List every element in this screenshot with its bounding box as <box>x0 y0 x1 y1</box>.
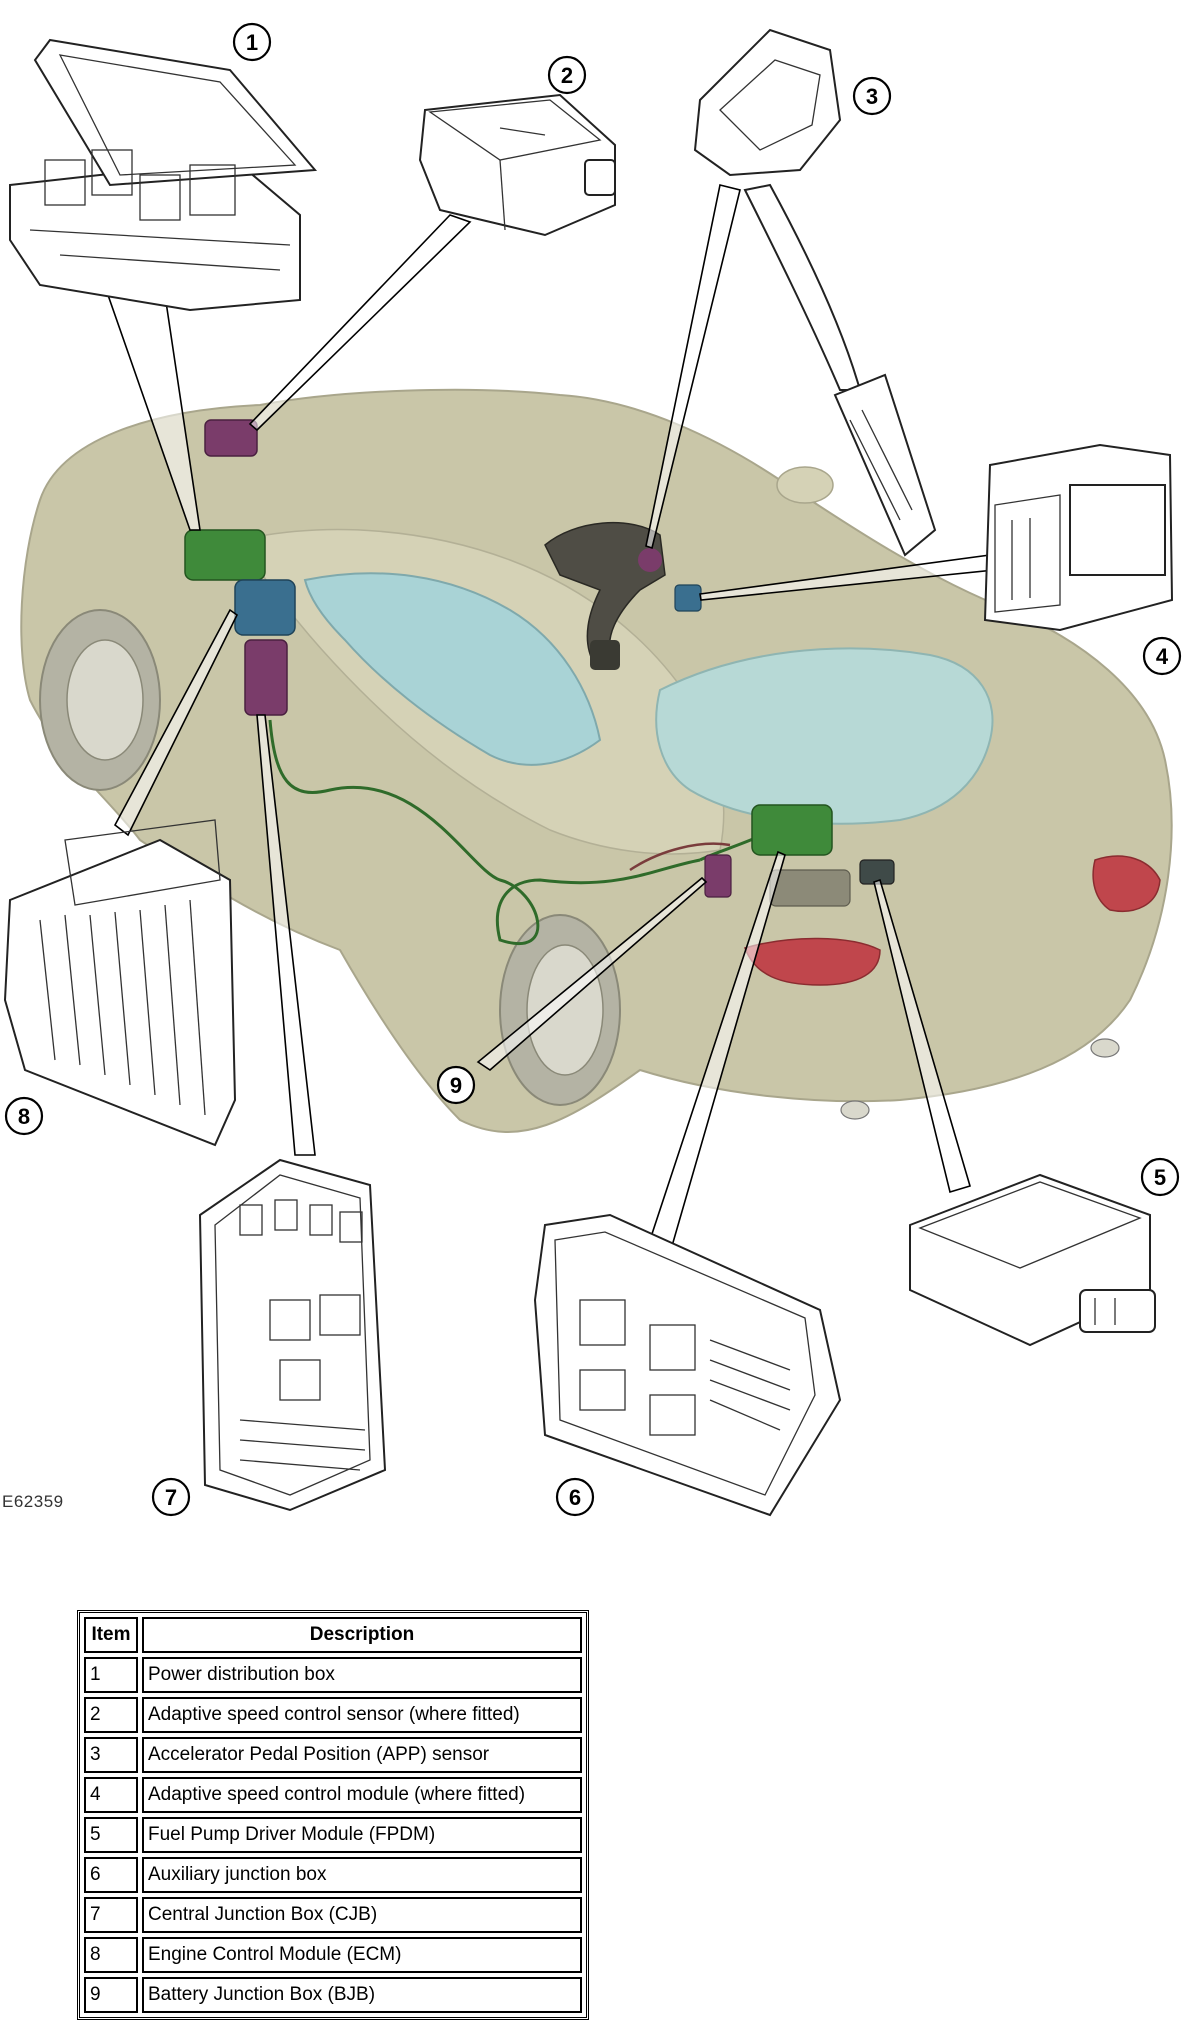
callout-1: 1 <box>232 22 272 62</box>
legend-item-description: Accelerator Pedal Position (APP) sensor <box>142 1737 582 1773</box>
callout-9: 9 <box>436 1065 476 1105</box>
figure-id: E62359 <box>2 1492 64 1511</box>
table-row: 6 Auxiliary junction box <box>84 1857 582 1893</box>
table-row: 9 Battery Junction Box (BJB) <box>84 1977 582 2013</box>
exhaust-tip-right <box>1090 1038 1120 1058</box>
component-fuel-pump-driver-module <box>909 1173 1156 1347</box>
tail-light-right <box>1092 855 1161 912</box>
table-row: 7 Central Junction Box (CJB) <box>84 1897 582 1933</box>
svg-text:5: 5 <box>1154 1165 1166 1190</box>
component-adaptive-speed-control-sensor <box>418 93 616 237</box>
component-central-junction-box <box>198 1158 387 1512</box>
component-location-diagram: 1 2 3 4 5 6 7 8 9 <box>3 22 1182 1517</box>
legend-item-number: 8 <box>84 1937 138 1973</box>
table-row: 2 Adaptive speed control sensor (where f… <box>84 1697 582 1733</box>
tail-light-left <box>744 937 881 986</box>
module-4-on-vehicle <box>674 584 702 612</box>
battery-area <box>769 869 851 907</box>
legend-item-description: Power distribution box <box>142 1657 582 1693</box>
legend-item-description: Fuel Pump Driver Module (FPDM) <box>142 1817 582 1853</box>
callout-7: 7 <box>151 1477 191 1517</box>
svg-text:9: 9 <box>450 1073 462 1098</box>
table-row: 5 Fuel Pump Driver Module (FPDM) <box>84 1817 582 1853</box>
door-mirror <box>776 466 834 504</box>
callout-3: 3 <box>852 76 892 116</box>
svg-text:7: 7 <box>165 1485 177 1510</box>
table-row: 4 Adaptive speed control module (where f… <box>84 1777 582 1813</box>
vehicle-modules <box>184 419 895 907</box>
legend-item-number: 5 <box>84 1817 138 1853</box>
exhaust-tip-left <box>840 1100 870 1120</box>
component-engine-control-module <box>3 819 237 1147</box>
legend-table: Item Description 1 Power distribution bo… <box>77 1610 589 2020</box>
pedal-assembly-on-vehicle <box>544 521 666 666</box>
callout-8: 8 <box>4 1096 44 1136</box>
legend-item-number: 2 <box>84 1697 138 1733</box>
table-row: 8 Engine Control Module (ECM) <box>84 1937 582 1973</box>
callout-2: 2 <box>547 55 587 95</box>
legend-header-row: Item Description <box>84 1617 582 1653</box>
module-1-on-vehicle <box>184 529 266 581</box>
legend-header-description: Description <box>142 1617 582 1653</box>
module-9-on-vehicle <box>704 854 732 898</box>
legend-item-number: 4 <box>84 1777 138 1813</box>
legend-item-description: Auxiliary junction box <box>142 1857 582 1893</box>
callout-6: 6 <box>555 1477 595 1517</box>
rear-window <box>655 647 994 825</box>
module-6-on-vehicle <box>751 804 833 856</box>
legend-item-description: Adaptive speed control sensor (where fit… <box>142 1697 582 1733</box>
component-power-distribution-box <box>9 38 318 312</box>
component-adaptive-speed-control-module <box>983 443 1174 632</box>
module-8-on-vehicle <box>234 579 296 636</box>
svg-text:1: 1 <box>246 30 258 55</box>
leader-lines <box>106 184 996 1247</box>
legend-item-number: 3 <box>84 1737 138 1773</box>
legend-item-description: Battery Junction Box (BJB) <box>142 1977 582 2013</box>
app-sensor-on-vehicle <box>638 548 662 572</box>
pedal-pad-on-vehicle <box>590 640 620 670</box>
svg-text:8: 8 <box>18 1104 30 1129</box>
component-accelerator-pedal <box>693 28 937 557</box>
svg-text:4: 4 <box>1156 644 1169 669</box>
front-wheel-rim <box>66 639 144 761</box>
legend-item-number: 6 <box>84 1857 138 1893</box>
side-window <box>303 572 602 766</box>
legend-item-number: 7 <box>84 1897 138 1933</box>
rear-wheel-rim <box>526 944 604 1076</box>
component-auxiliary-junction-box <box>533 1213 842 1517</box>
legend-item-description: Engine Control Module (ECM) <box>142 1937 582 1973</box>
module-2-on-vehicle <box>204 419 258 457</box>
module-7-on-vehicle <box>244 639 288 716</box>
legend-header-item: Item <box>84 1617 138 1653</box>
legend-item-number: 9 <box>84 1977 138 2013</box>
callout-4: 4 <box>1142 636 1182 676</box>
table-row: 1 Power distribution box <box>84 1657 582 1693</box>
table-row: 3 Accelerator Pedal Position (APP) senso… <box>84 1737 582 1773</box>
svg-text:2: 2 <box>561 63 573 88</box>
legend-item-description: Central Junction Box (CJB) <box>142 1897 582 1933</box>
legend-item-number: 1 <box>84 1657 138 1693</box>
svg-text:6: 6 <box>569 1485 581 1510</box>
legend-item-description: Adaptive speed control module (where fit… <box>142 1777 582 1813</box>
callout-5: 5 <box>1140 1157 1180 1197</box>
svg-text:3: 3 <box>866 84 878 109</box>
